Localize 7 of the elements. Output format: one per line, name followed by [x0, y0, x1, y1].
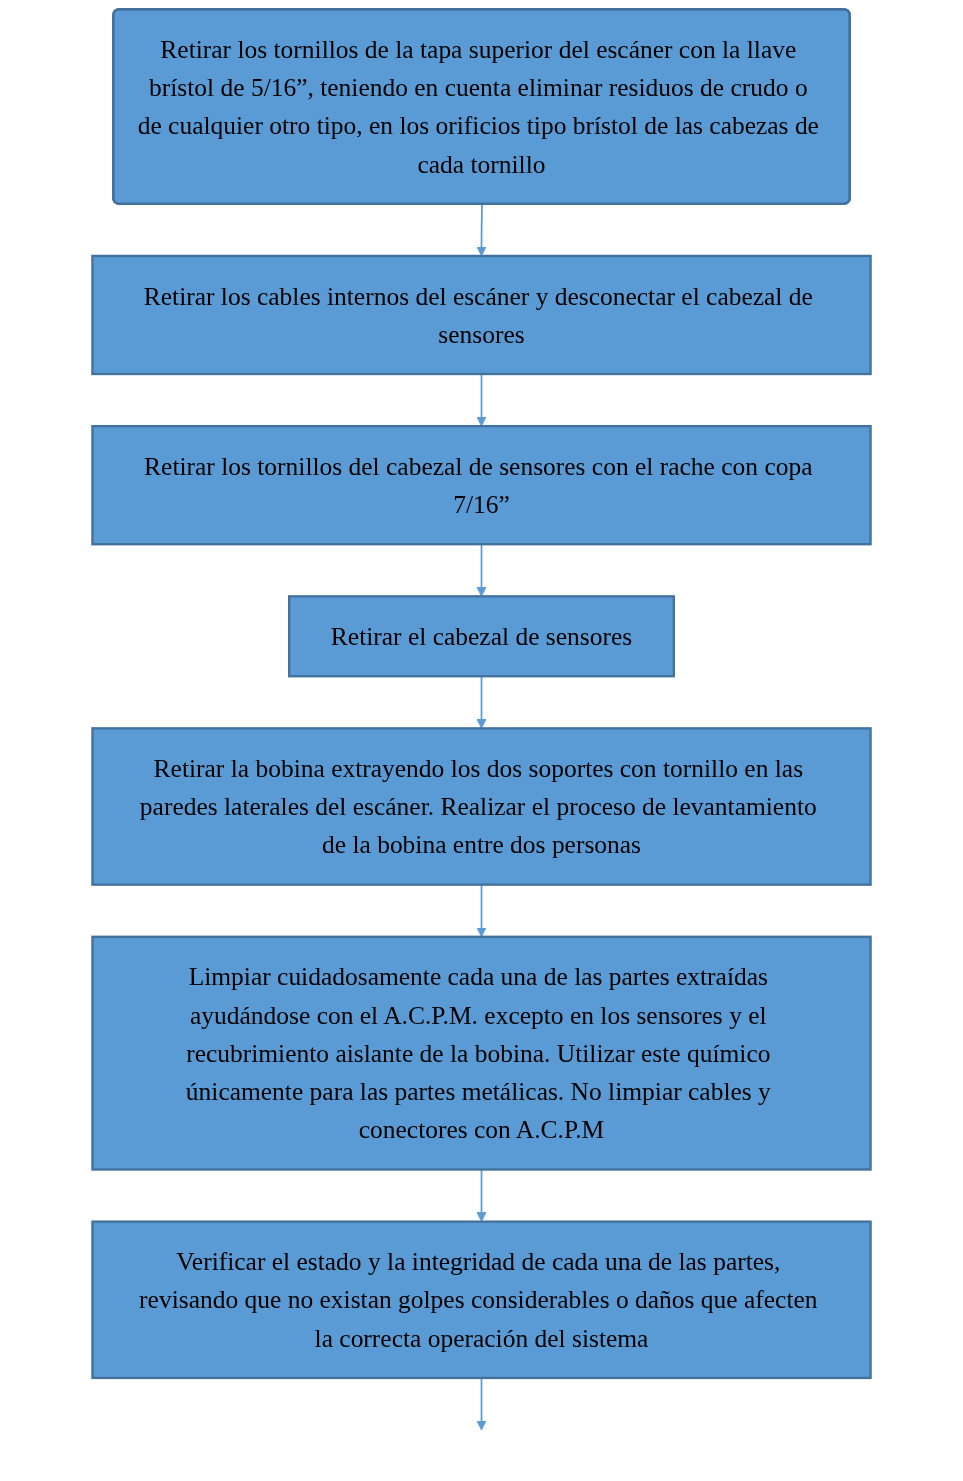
- node-box: Retirar la bobina extrayendo los dos soportes con tornillo en las paredes laterales del escáner. Realizar el proceso de levantamiento de la bobina entre dos personas: [91, 727, 872, 886]
- arrow: [476, 1377, 487, 1431]
- node-box: Verificar el estado y la integridad de cada una de las partes, revisando que no existan golpes considerables o daños que afecten la correcta operación del sistema: [91, 1220, 872, 1380]
- node-box: Retirar los cables internos del escáner y desconectar el cabezal de sensores: [91, 254, 872, 376]
- node-box: Limpiar cuidadosamente cada una de las partes extraídas ayudándose con el A.C.P.M. excepto en los sensores y el recubrimiento aislante de la bobina. Utilizar este químico únicamente para las partes metálicas. No limpiar cables y conectores con A.C.P.M: [91, 935, 872, 1171]
- node-box: Retirar el cabezal de sensores: [288, 595, 675, 678]
- node-box: Retirar los tornillos del cabezal de sensores con el rache con copa 7/16”: [91, 424, 872, 546]
